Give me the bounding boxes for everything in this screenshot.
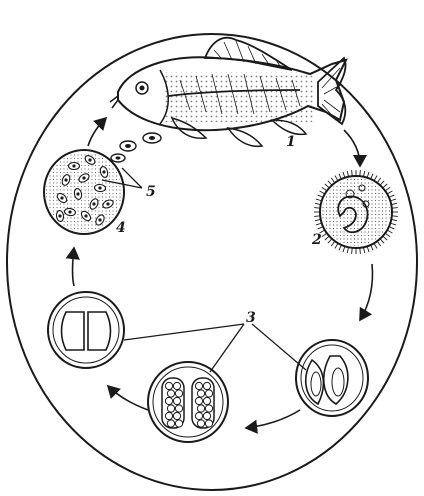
carp-fish xyxy=(110,38,346,147)
label-2: 2 xyxy=(311,232,322,248)
ciliated-trophont xyxy=(320,176,392,248)
cyst-two-tomonts xyxy=(296,340,368,416)
label-5: 5 xyxy=(146,184,156,200)
label-3-leaders xyxy=(124,324,306,372)
label-1: 1 xyxy=(286,134,296,150)
cyst-two-halves xyxy=(48,292,124,368)
label-3: 3 xyxy=(246,310,256,326)
label-4: 4 xyxy=(116,220,126,236)
ruptured-cyst xyxy=(44,150,124,234)
cyst-dividing xyxy=(148,362,228,442)
free-swarmers xyxy=(111,133,161,162)
tomite-clusters xyxy=(165,382,212,427)
